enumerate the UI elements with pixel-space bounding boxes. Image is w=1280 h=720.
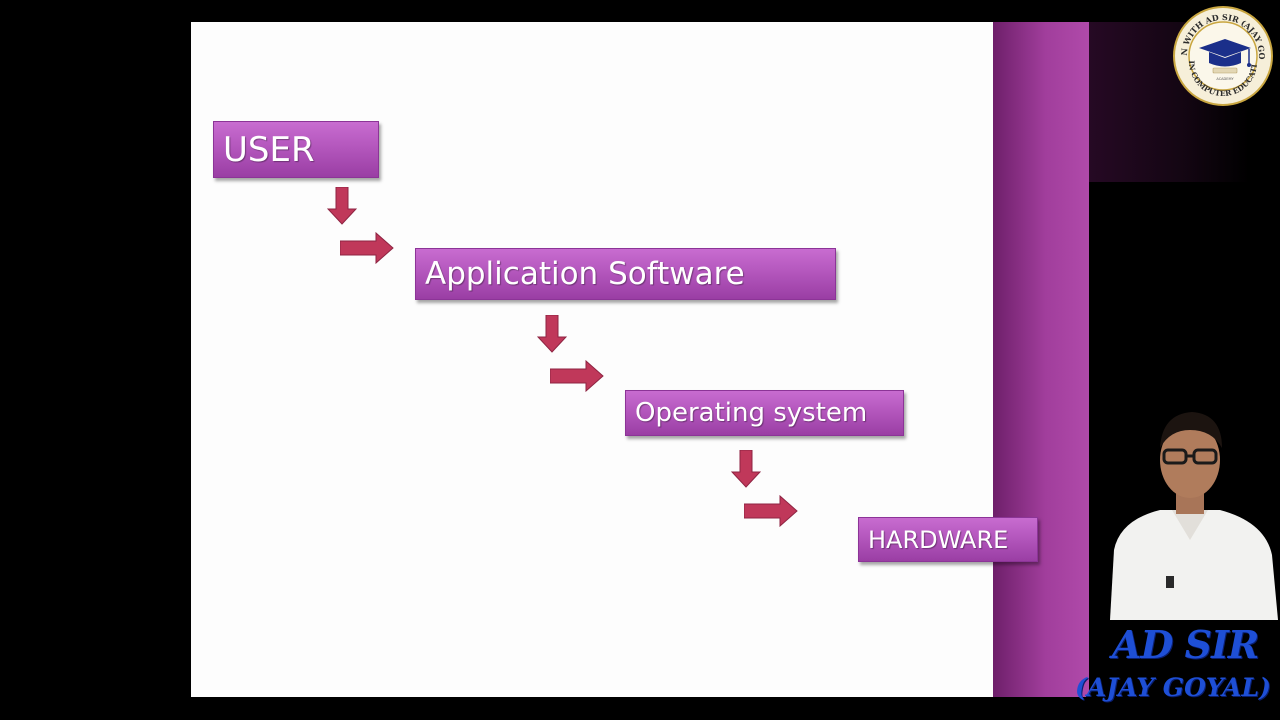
arrow-right-icon <box>340 232 394 264</box>
operating-system-label: Operating system <box>635 398 868 428</box>
arrow-down-icon <box>537 315 567 353</box>
application-software-box: Application Software <box>415 248 836 300</box>
operating-system-box: Operating system <box>625 390 904 436</box>
presenter-name: AD SIR <box>1112 622 1259 667</box>
arrow-right-icon <box>550 360 604 392</box>
svg-text:ACADEMY: ACADEMY <box>1216 77 1234 81</box>
hardware-box: HARDWARE <box>858 517 1038 562</box>
presenter-video <box>1100 400 1280 620</box>
hardware-label: HARDWARE <box>868 525 1009 554</box>
arrow-down-icon <box>327 187 357 225</box>
user-box-label: USER <box>223 129 315 170</box>
academy-logo: LEARN WITH AD SIR (AJAY GOYAL) JAIN COMP… <box>1169 0 1273 106</box>
application-software-label: Application Software <box>425 256 745 292</box>
arrow-right-icon <box>744 495 798 527</box>
user-box: USER <box>213 121 379 178</box>
slide-side-band <box>993 22 1089 697</box>
arrow-down-icon <box>731 450 761 488</box>
presenter-fullname: (AJAY GOYAL) <box>1075 673 1271 702</box>
